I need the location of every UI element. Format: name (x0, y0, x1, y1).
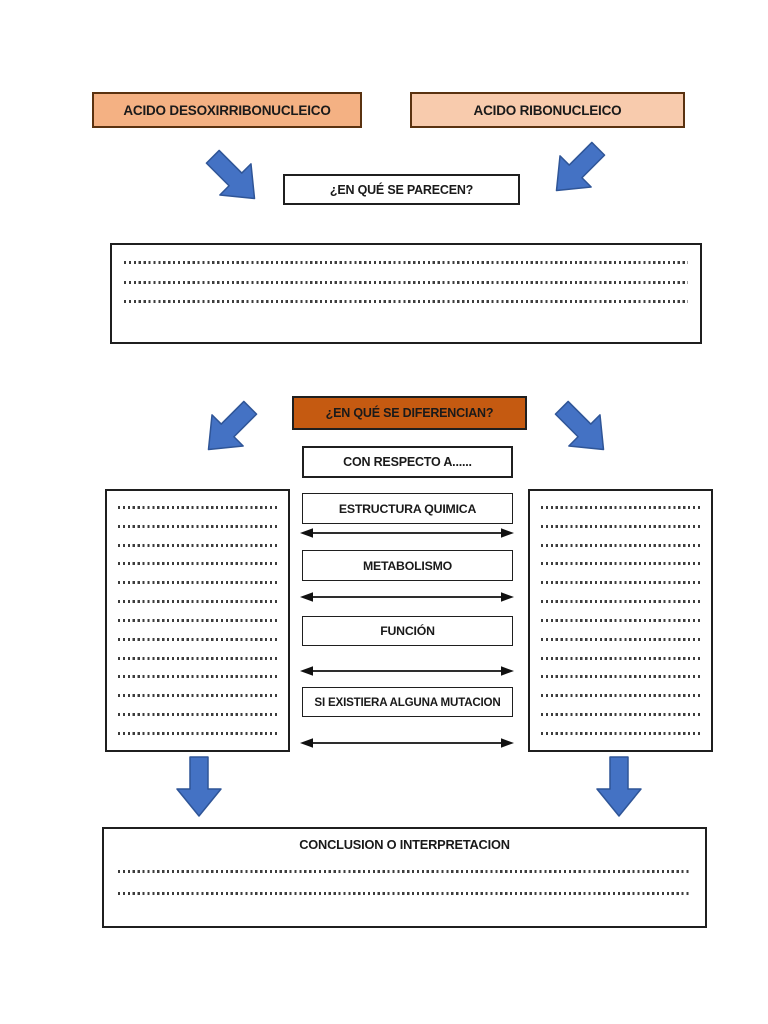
dotted-rule-line (118, 562, 277, 566)
rna-title-label: ACIDO RIBONUCLEICO (473, 102, 622, 118)
left-answer-lines (107, 491, 288, 750)
dotted-rule-line (118, 713, 277, 717)
dotted-rule-line (118, 581, 277, 585)
double-arrow-icon (300, 737, 514, 749)
block-arrow-down-left-icon (534, 127, 620, 213)
aspect-box-mutacion: SI EXISTIERA ALGUNA MUTACION (302, 687, 513, 717)
dotted-rule-line (118, 870, 691, 873)
similarities-answer-box (110, 243, 702, 344)
dotted-rule-line (541, 675, 700, 679)
block-arrow-down-right-icon (191, 135, 277, 221)
conclusion-answer-lines (104, 870, 705, 895)
dotted-rule-line (118, 618, 277, 622)
aspect-label: SI EXISTIERA ALGUNA MUTACION (314, 695, 501, 709)
similarities-question-label: ¿EN QUÉ SE PARECEN? (329, 182, 474, 197)
rna-title-box: ACIDO RIBONUCLEICO (410, 92, 685, 128)
dotted-rule-line (118, 506, 277, 509)
aspect-label: METABOLISMO (362, 558, 453, 573)
aspect-label: ESTRUCTURA QUIMICA (338, 501, 477, 516)
dotted-rule-line (541, 694, 700, 698)
dotted-rule-line (118, 694, 277, 698)
dotted-rule-line (118, 675, 277, 679)
double-arrow-icon (300, 665, 514, 677)
aspect-box-funcion: FUNCIÓN (302, 616, 513, 646)
dotted-rule-line (541, 713, 700, 717)
dotted-rule-line (541, 656, 700, 660)
dotted-rule-line (118, 656, 277, 660)
differences-question-label: ¿EN QUÉ SE DIFERENCIAN? (325, 406, 494, 420)
dotted-rule-line (541, 600, 700, 604)
dotted-rule-line (541, 581, 700, 585)
right-answer-lines (530, 491, 711, 750)
dotted-rule-line (541, 524, 700, 528)
dotted-rule-line (118, 543, 277, 547)
similarities-question-box: ¿EN QUÉ SE PARECEN? (283, 174, 520, 205)
respect-to-label: CON RESPECTO A...... (343, 455, 472, 469)
respect-to-box: CON RESPECTO A...... (302, 446, 513, 478)
dotted-rule-line (541, 543, 700, 547)
aspect-box-estructura-quimica: ESTRUCTURA QUIMICA (302, 493, 513, 524)
dotted-rule-line (124, 300, 688, 303)
dotted-rule-line (541, 731, 700, 735)
conclusion-title: CONCLUSION O INTERPRETACION (299, 837, 510, 852)
dotted-rule-line (118, 600, 277, 604)
dotted-rule-line (118, 731, 277, 735)
dotted-rule-line (118, 891, 691, 895)
left-answer-box (105, 489, 290, 752)
double-arrow-icon (300, 527, 514, 539)
double-arrow-icon (300, 591, 514, 603)
block-arrow-down-icon (589, 756, 649, 818)
dotted-rule-line (124, 280, 688, 284)
aspect-box-metabolismo: METABOLISMO (302, 550, 513, 581)
dna-title-label: ACIDO DESOXIRRIBONUCLEICO (123, 102, 331, 118)
dotted-rule-line (118, 637, 277, 641)
dotted-rule-line (124, 261, 688, 264)
dotted-rule-line (541, 618, 700, 622)
conclusion-box: CONCLUSION O INTERPRETACION (102, 827, 707, 928)
dotted-rule-line (541, 506, 700, 509)
dotted-rule-line (118, 524, 277, 528)
differences-question-box: ¿EN QUÉ SE DIFERENCIAN? (292, 396, 527, 430)
aspect-label: FUNCIÓN (380, 624, 435, 638)
similarities-answer-lines (112, 245, 700, 303)
right-answer-box (528, 489, 713, 752)
block-arrow-down-left-icon (186, 386, 272, 472)
dotted-rule-line (541, 562, 700, 566)
dna-title-box: ACIDO DESOXIRRIBONUCLEICO (92, 92, 362, 128)
block-arrow-down-icon (169, 756, 229, 818)
block-arrow-down-right-icon (540, 386, 626, 472)
dotted-rule-line (541, 637, 700, 641)
